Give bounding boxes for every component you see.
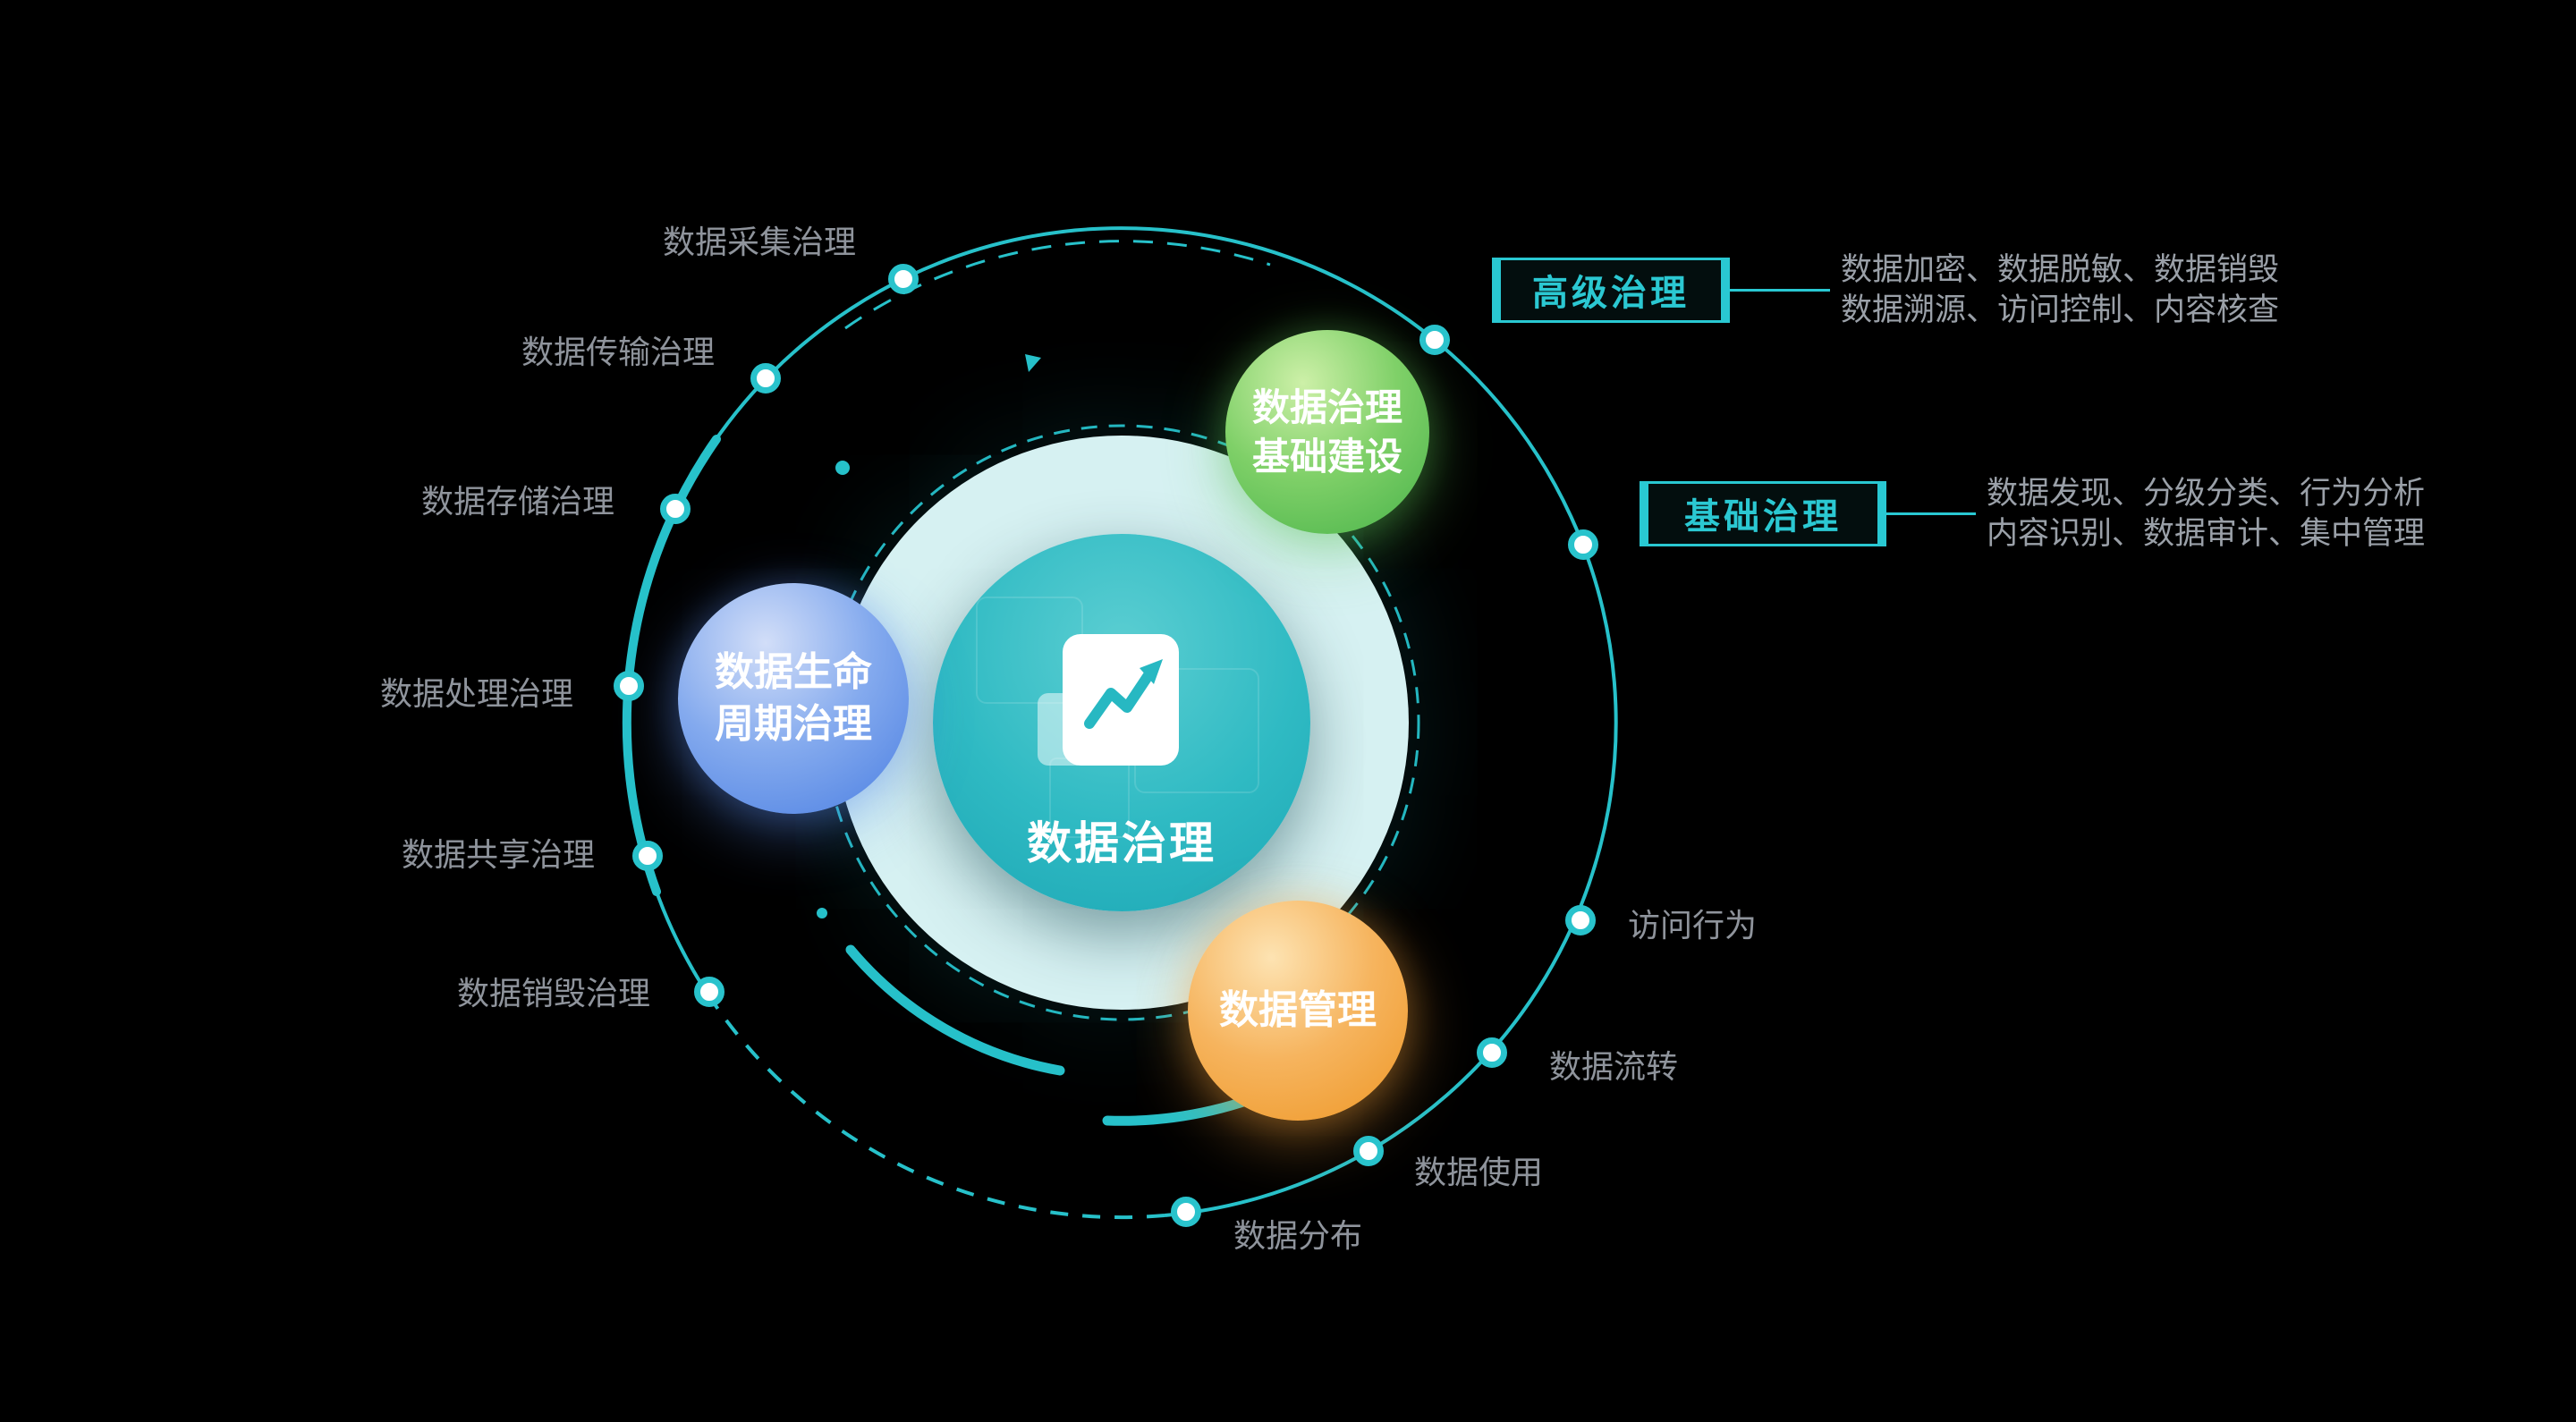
callout-title: 基础治理 — [1684, 497, 1842, 537]
center-circle: 数据治理 — [933, 534, 1310, 911]
orbit-node — [1171, 1197, 1201, 1227]
orbit-node — [888, 264, 919, 294]
satellite-management-label: 数据管理 — [1219, 987, 1377, 1032]
orbit-label: 数据传输治理 — [521, 334, 716, 370]
callout-connector-line — [1886, 512, 1976, 515]
orbit-node — [614, 671, 644, 701]
callout-desc-line: 内容识别、数据审计、集中管理 — [1987, 516, 2426, 551]
callout-connector-line — [1730, 288, 1830, 292]
orbit-node — [632, 841, 663, 871]
orbit-label: 数据使用 — [1413, 1154, 1544, 1190]
callout-title: 高级治理 — [1532, 274, 1690, 313]
orbit-label: 数据处理治理 — [379, 675, 574, 712]
callout-advanced-governance: 高级治理 数据加密、数据脱敏、数据销毁 数据溯源、访问控制、内容核查 — [1492, 250, 2279, 330]
satellite-management-circle: 数据管理 — [1188, 901, 1408, 1121]
satellite-lifecycle-label: 数据生命 周期治理 — [715, 649, 872, 746]
orbit-label: 访问行为 — [1627, 907, 1758, 944]
triangle-decoration-icon — [1025, 354, 1041, 372]
orbit-ring-dashed — [691, 969, 1165, 1220]
chart-document-icon — [1038, 634, 1181, 768]
orbit-top-dashed-arc — [844, 240, 1271, 330]
satellite-foundation-circle: 数据治理 基础建设 — [1225, 330, 1429, 534]
orbit-label: 数据存储治理 — [420, 483, 615, 520]
dot-decoration — [835, 461, 850, 475]
callout-description: 数据发现、分级分类、行为分析 内容识别、数据审计、集中管理 — [1987, 473, 2425, 554]
orbit-node — [1565, 905, 1596, 935]
orbit-node — [1477, 1037, 1507, 1068]
orbit-node — [694, 977, 724, 1007]
orbit-label: 数据分布 — [1233, 1217, 1363, 1254]
callout-title-box: 高级治理 — [1492, 257, 1730, 323]
orbit-node — [660, 494, 691, 524]
orbit-label: 数据共享治理 — [401, 836, 596, 873]
orbit-node — [1419, 325, 1450, 355]
orbit-node — [1353, 1136, 1384, 1166]
callout-title-box: 基础治理 — [1640, 480, 1886, 546]
satellite-lifecycle-circle: 数据生命 周期治理 — [678, 583, 909, 814]
callout-basic-governance: 基础治理 数据发现、分级分类、行为分析 内容识别、数据审计、集中管理 — [1640, 473, 2425, 554]
callout-desc-line: 数据溯源、访问控制、内容核查 — [1841, 292, 2280, 327]
callout-desc-line: 数据加密、数据脱敏、数据销毁 — [1841, 252, 2280, 287]
orbit-label: 数据流转 — [1548, 1048, 1679, 1085]
orbit-node — [1568, 529, 1598, 560]
center-label: 数据治理 — [1027, 818, 1216, 868]
callout-desc-line: 数据发现、分级分类、行为分析 — [1987, 476, 2426, 511]
inner-dashed-ring — [823, 424, 1420, 1021]
orbit-label: 数据采集治理 — [662, 224, 857, 260]
dot-decoration — [817, 908, 827, 918]
callout-description: 数据加密、数据脱敏、数据销毁 数据溯源、访问控制、内容核查 — [1841, 250, 2279, 330]
orbit-label: 数据销毁治理 — [456, 975, 651, 1011]
satellite-foundation-label: 数据治理 基础建设 — [1251, 385, 1402, 478]
bottom-thick-arc-1 — [845, 944, 1065, 1076]
orbit-node — [750, 363, 781, 394]
